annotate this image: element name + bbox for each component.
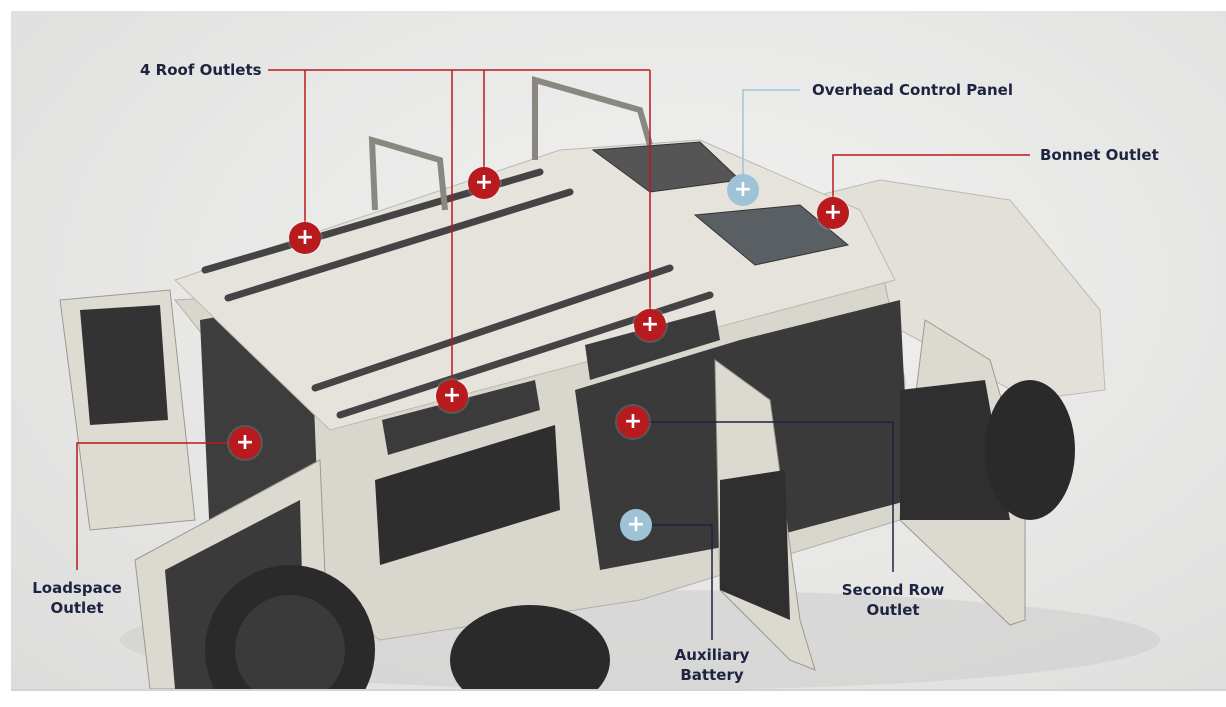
- label-bonnet-outlet: Bonnet Outlet: [1040, 146, 1159, 164]
- label-line: Auxiliary: [674, 646, 750, 664]
- roof-outlet-marker-4[interactable]: +: [436, 380, 468, 412]
- label-line: Outlet: [50, 599, 104, 617]
- label-second-row-outlet: Second Row Outlet: [833, 580, 953, 620]
- label-line: Second Row: [841, 581, 945, 599]
- roof-outlet-marker-2[interactable]: +: [468, 167, 500, 199]
- bonnet-outlet-marker[interactable]: +: [817, 197, 849, 229]
- label-line: Outlet: [866, 601, 920, 619]
- second-row-outlet-marker[interactable]: +: [617, 406, 649, 438]
- vehicle-illustration: [59, 69, 1160, 689]
- label-auxiliary-battery: Auxiliary Battery: [662, 645, 762, 685]
- roof-outlet-marker-1[interactable]: +: [289, 222, 321, 254]
- label-loadspace-outlet: Loadspace Outlet: [27, 578, 127, 618]
- label-line: Battery: [680, 666, 744, 684]
- label-line: Loadspace: [32, 579, 122, 597]
- auxiliary-battery-marker[interactable]: +: [620, 509, 652, 541]
- label-overhead-control-panel: Overhead Control Panel: [812, 81, 1013, 99]
- leader-lines: [76, 69, 1030, 640]
- label-roof-outlets: 4 Roof Outlets: [140, 61, 262, 79]
- divider: [11, 689, 1226, 691]
- overhead-control-panel-marker[interactable]: +: [727, 174, 759, 206]
- vehicle-diagram: [11, 11, 1226, 689]
- roof-outlet-marker-3[interactable]: +: [634, 309, 666, 341]
- loadspace-outlet-marker[interactable]: +: [229, 427, 261, 459]
